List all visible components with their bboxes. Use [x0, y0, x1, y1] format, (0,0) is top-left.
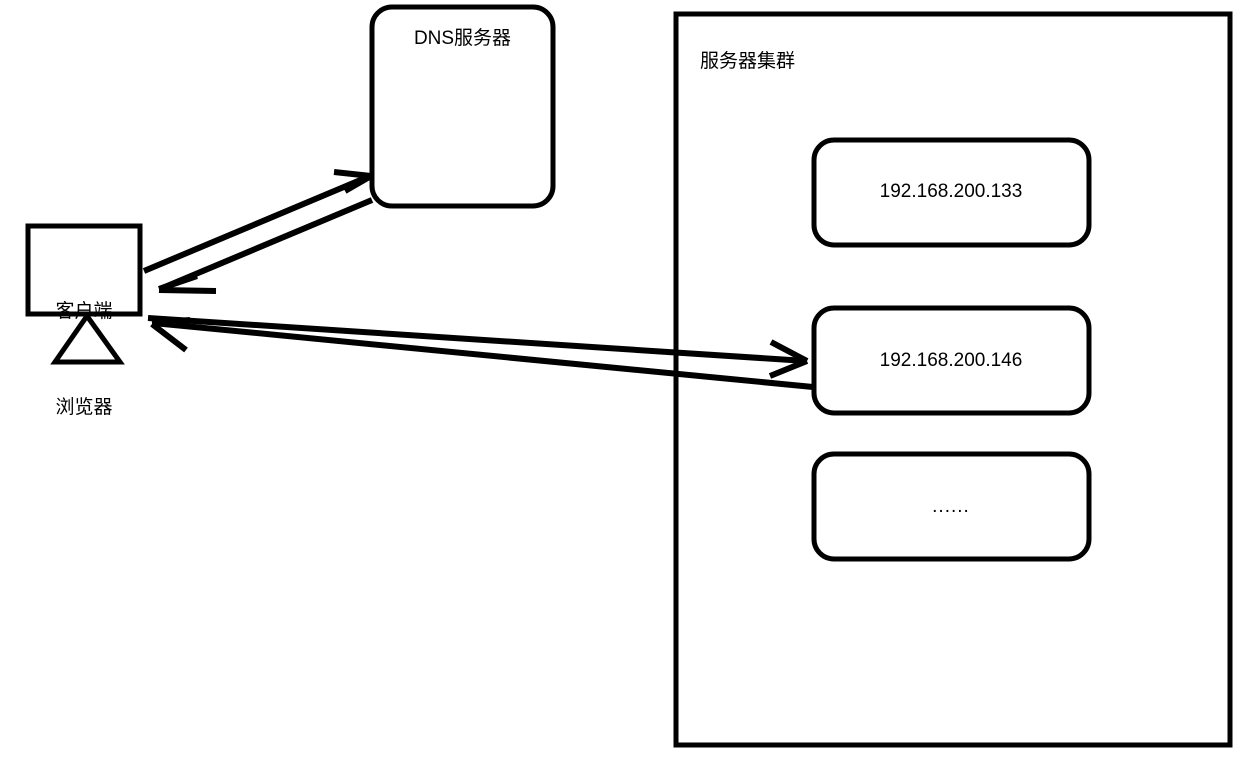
arrow-server-to-client	[150, 317, 814, 390]
server-label-1: 192.168.200.146	[879, 350, 1023, 371]
server-label-2: ......	[932, 496, 970, 517]
dns-server-box	[369, 4, 556, 209]
arrow-client-to-server	[147, 315, 809, 379]
client-monitor-screen	[25, 223, 143, 317]
server-box-2	[811, 451, 1092, 562]
server-box-0	[811, 137, 1092, 248]
server-box-1	[811, 305, 1092, 416]
client-monitor-stand	[50, 311, 125, 365]
server-label-0: 192.168.200.133	[879, 181, 1023, 202]
server-cluster-box	[673, 11, 1233, 748]
arrow-client-to-dns	[142, 169, 373, 274]
arrow-dns-to-client	[158, 197, 374, 294]
